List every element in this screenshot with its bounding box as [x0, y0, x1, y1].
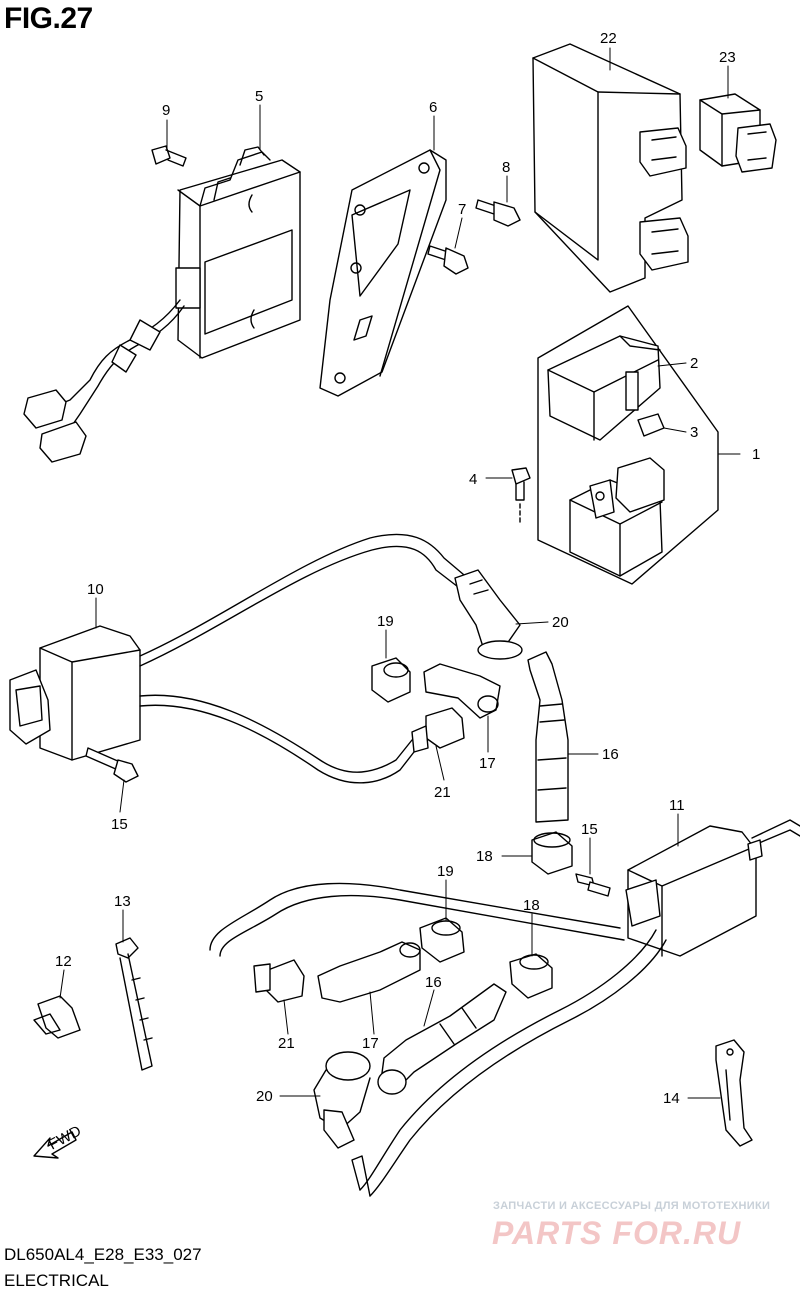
callout-15: 15 [111, 816, 128, 833]
seal-18-lower [509, 953, 553, 999]
seal-18-upper [531, 831, 573, 875]
callout-6: 6 [429, 99, 437, 116]
callout-9: 9 [162, 102, 170, 119]
callout-17: 17 [479, 755, 496, 772]
connector-unit [699, 93, 777, 173]
ignition-coil-11 [209, 819, 800, 1197]
callout-14: 14 [663, 1090, 680, 1107]
figure-title: FIG.27 [4, 2, 93, 35]
callout-21: 21 [434, 784, 451, 801]
cable-tie-13 [115, 937, 153, 1071]
ignition-coil-10 [9, 533, 471, 784]
cap-21-lower [253, 959, 305, 1003]
callout-labels: 22 23 9 5 6 8 7 2 3 1 4 10 19 20 16 17 2… [55, 30, 760, 1107]
seal-19-lower [419, 917, 465, 963]
watermark-brand: PARTS FOR.RU [492, 1215, 742, 1251]
bolt-9 [151, 145, 187, 167]
plug-cap-16-lower [377, 983, 507, 1095]
fwd-arrow-icon: FWD [33, 1122, 84, 1159]
callout-18: 18 [476, 848, 493, 865]
callout-12: 12 [55, 953, 72, 970]
callout-23: 23 [719, 49, 736, 66]
callout-1: 1 [752, 446, 760, 463]
cap-17-upper [423, 663, 501, 719]
ecm-unit [532, 43, 689, 293]
callout-16: 16 [602, 746, 619, 763]
bracket-6 [319, 149, 447, 397]
callout-16b: 16 [425, 974, 442, 991]
callout-5: 5 [255, 88, 263, 105]
plug-cap-16-upper [527, 651, 569, 823]
callout-15b: 15 [581, 821, 598, 838]
callout-10: 10 [87, 581, 104, 598]
strap-14 [715, 1039, 753, 1147]
plug-cap-20-lower [313, 1051, 371, 1149]
plug-cap-20-upper [454, 569, 523, 660]
callout-21b: 21 [278, 1035, 295, 1052]
cap-21-upper [411, 707, 465, 753]
fwd-label: FWD [46, 1122, 84, 1153]
callout-19b: 19 [437, 863, 454, 880]
callout-19: 19 [377, 613, 394, 630]
callout-3: 3 [690, 424, 698, 441]
bolt-15-lower [575, 873, 611, 897]
clamp-12 [33, 995, 81, 1039]
seal-19-upper [371, 657, 411, 703]
bolt-7 [427, 245, 469, 275]
callout-18b: 18 [523, 897, 540, 914]
screw-4 [511, 467, 531, 523]
callout-2: 2 [690, 355, 698, 372]
leader-lines [59, 47, 741, 1099]
callout-11: 11 [669, 797, 685, 814]
callout-20b: 20 [256, 1088, 273, 1105]
regulator-rectifier [23, 146, 301, 463]
bolt-8 [475, 199, 521, 227]
model-code: DL650AL4_E28_E33_027 [4, 1245, 202, 1264]
callout-20: 20 [552, 614, 569, 631]
bolt-15-upper [85, 747, 139, 783]
starter-relay-box [537, 305, 719, 585]
callout-7: 7 [458, 201, 466, 218]
cap-17-lower [317, 941, 421, 1003]
callout-13: 13 [114, 893, 131, 910]
watermark-subtitle: ЗАПЧАСТИ И АКСЕССУАРЫ ДЛЯ МОТОТЕХНИКИ [493, 1200, 771, 1212]
callout-8: 8 [502, 159, 510, 176]
callout-22: 22 [600, 30, 617, 47]
callout-4: 4 [469, 471, 477, 488]
callout-17b: 17 [362, 1035, 379, 1052]
section-name: ELECTRICAL [4, 1271, 109, 1290]
